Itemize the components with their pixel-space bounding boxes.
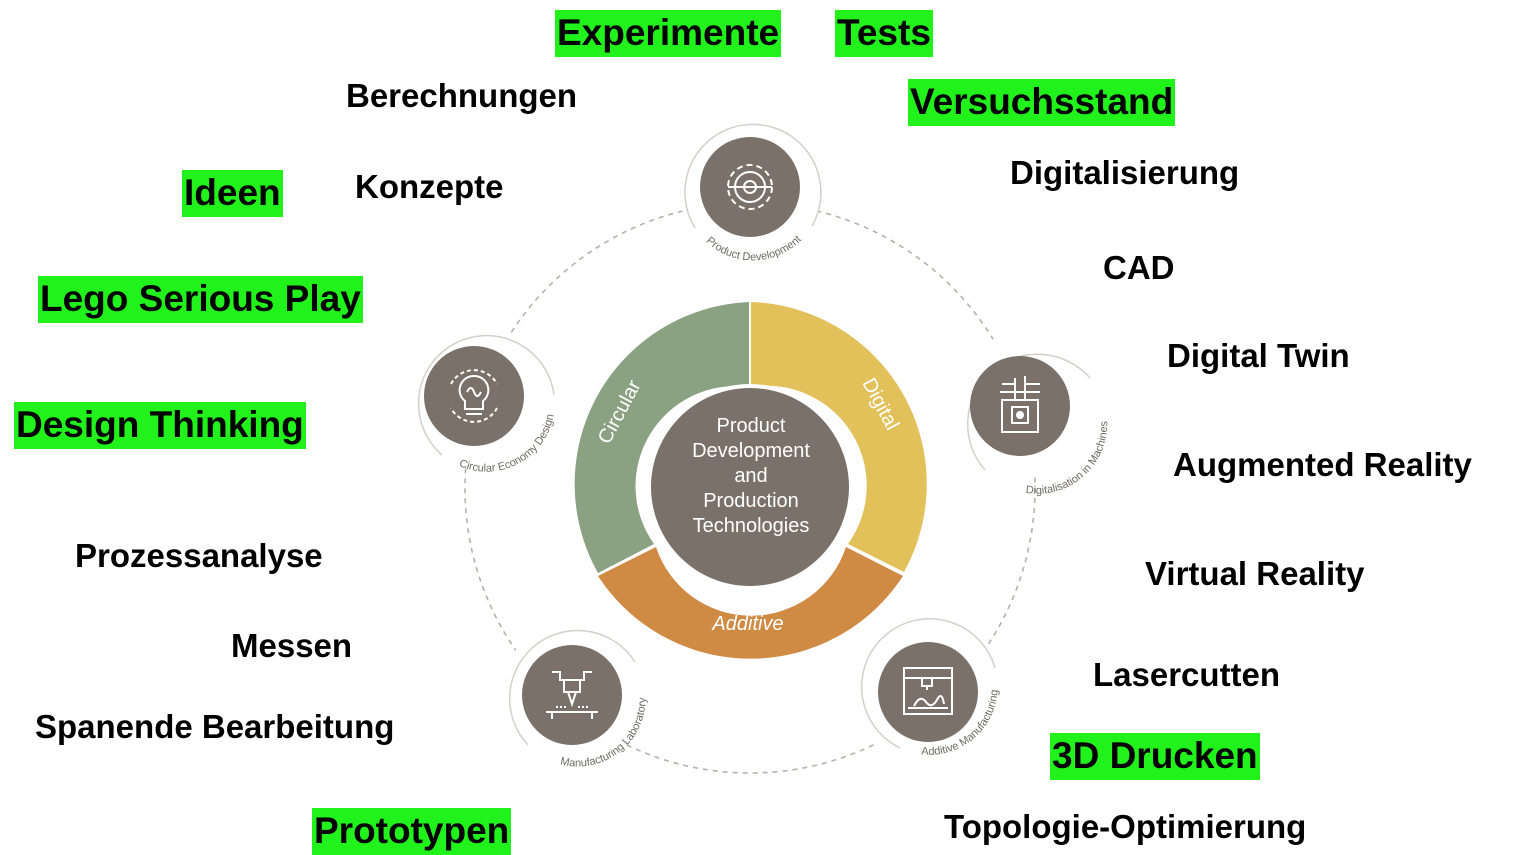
node-manufacturing-laboratory: Manufacturing Laboratory — [500, 623, 649, 770]
keyword-digitalisierung: Digitalisierung — [1010, 154, 1240, 191]
keyword-messen: Messen — [231, 627, 353, 664]
hub-circle — [651, 388, 849, 586]
hub-line-2: Development — [692, 440, 810, 462]
keyword-cad: CAD — [1103, 249, 1175, 286]
milling-tool-icon — [546, 671, 598, 719]
keyword-tests: Tests — [835, 10, 933, 57]
lightbulb-recycle-icon — [450, 369, 498, 423]
keyword-digital-twin: Digital Twin — [1167, 337, 1350, 374]
keyword-spanende-bearbeitung: Spanende Bearbeitung — [35, 708, 395, 745]
node-circular-economy: Circular Economy Design — [402, 324, 557, 475]
3d-printer-icon — [903, 667, 953, 715]
keyword-3d-drucken: 3D Drucken — [1050, 733, 1260, 780]
segment-label-additive: Additive — [711, 613, 783, 635]
keyword-lasercutten: Lasercutten — [1093, 656, 1281, 693]
keyword-experimente: Experimente — [555, 10, 782, 57]
node-additive-manufacturing: Additive Manufacturing — [856, 618, 1001, 764]
node-digitalisation: Digitalisation in Machines — [948, 334, 1110, 497]
keyword-prototypen: Prototypen — [312, 808, 512, 855]
keyword-design-thinking: Design Thinking — [14, 402, 306, 449]
keyword-konzepte: Konzepte — [355, 168, 504, 205]
keyword-berechnungen: Berechnungen — [346, 77, 578, 114]
hub-line-5: Technologies — [693, 515, 810, 537]
gear-pencil-icon — [727, 164, 773, 210]
circuit-machine-icon — [1000, 376, 1040, 433]
node-product-development: Product Development — [678, 115, 822, 263]
segment-additive — [598, 547, 903, 659]
keyword-prozessanalyse: Prozessanalyse — [75, 537, 323, 574]
keyword-versuchsstand: Versuchsstand — [908, 79, 1176, 126]
keyword-ideen: Ideen — [182, 170, 283, 217]
keyword-lego-serious-play: Lego Serious Play — [38, 276, 363, 323]
hub-line-4: Production — [703, 490, 799, 512]
segment-digital — [751, 302, 927, 572]
keyword-virtual-reality: Virtual Reality — [1145, 555, 1365, 592]
hub-line-1: Product — [717, 415, 786, 437]
hub-line-3: and — [734, 465, 767, 487]
keyword-augmented-reality: Augmented Reality — [1173, 446, 1472, 483]
keyword-topologie-optimierung: Topologie-Optimierung — [944, 808, 1307, 845]
segment-circular — [574, 302, 749, 573]
